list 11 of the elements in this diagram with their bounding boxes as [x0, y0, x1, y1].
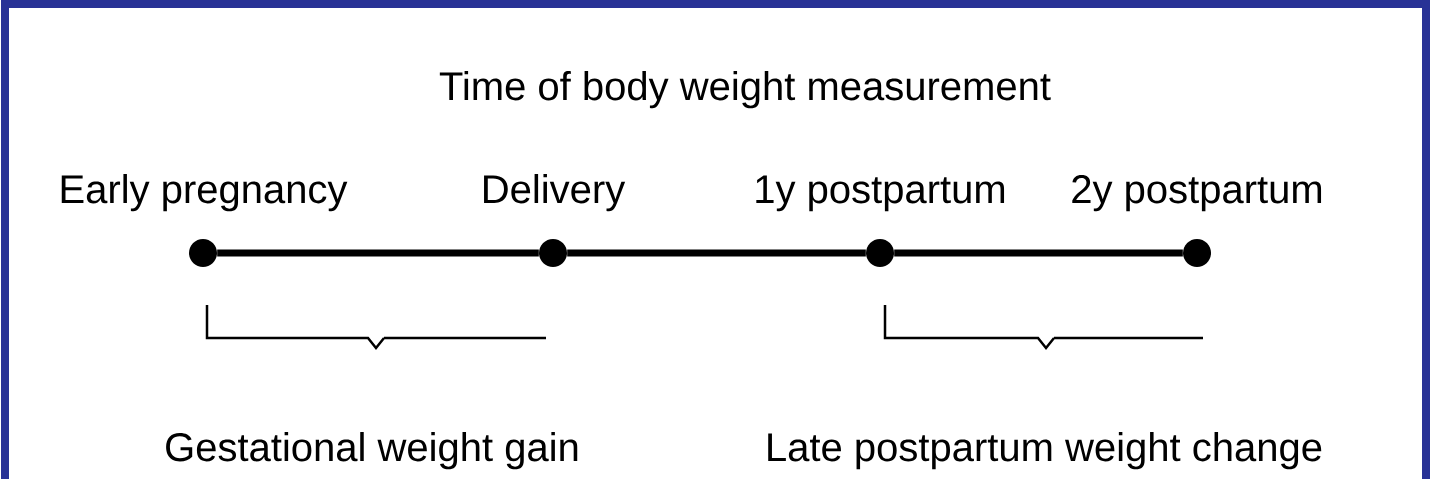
point-label: 2y postpartum [1072, 175, 1322, 212]
period-label: Late postpartum weight change [768, 432, 1322, 470]
title: Time of body weight measurement [439, 71, 1051, 109]
timeline-dot [1183, 239, 1211, 267]
point-label: Early pregnancy [61, 174, 348, 212]
timeline-dot [539, 239, 567, 267]
timeline-dot [866, 239, 894, 267]
timeline-dot [189, 239, 217, 267]
point-label: Delivery [484, 174, 626, 212]
point-label: 1y postpartum [756, 175, 1005, 212]
period-label: Gestational weight gain [166, 432, 578, 470]
